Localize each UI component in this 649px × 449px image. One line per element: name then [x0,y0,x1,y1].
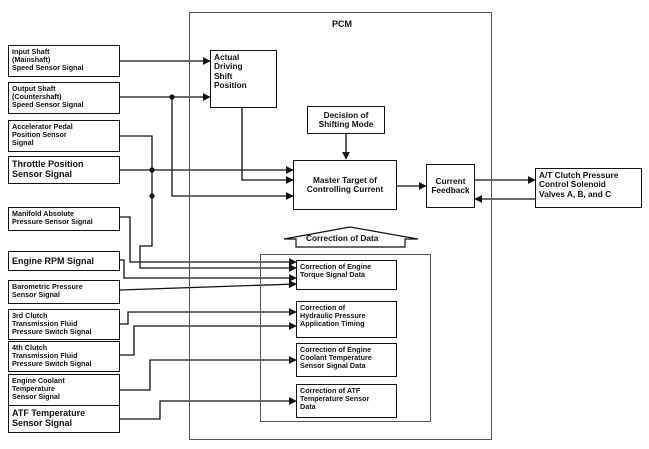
correction-engine-coolant: Correction of Engine Coolant Temperature… [296,343,397,377]
barometric-pressure-signal: Barometric Pressure Sensor Signal [8,280,120,304]
line-atf [120,397,297,420]
current-feedback: Current Feedback [426,164,475,208]
correction-engine-torque: Correction of Engine Torque Signal Data [296,260,397,290]
line-barometric [119,280,297,291]
engine-coolant-signal: Engine Coolant Temperature Sensor Signal [8,374,120,406]
manifold-pressure-signal: Manifold Absolute Pressure Sensor Signal [8,207,120,231]
atf-temperature-signal: ATF Temperature Sensor Signal [8,405,120,433]
clutch4-pressure-signal: 4th Clutch Transmission Fluid Pressure S… [8,341,120,372]
decision-shifting-mode: Decision of Shifting Mode [307,106,385,134]
line-accelerator [120,135,153,170]
throttle-position-signal: Throttle Position Sensor Signal [8,156,120,184]
junction-output-shaft [169,94,175,100]
line-engine-rpm [120,259,297,282]
engine-rpm-signal: Engine RPM Signal [8,251,120,271]
input-shaft-signal: Input Shaft (Mainshaft) Speed Sensor Sig… [8,45,120,77]
line-throttle-branch [139,170,297,272]
actual-driving-shift-position: Actual Driving Shift Position [210,50,277,108]
master-target-controlling-current: Master Target of Controlling Current [293,160,397,210]
correction-frame [260,254,431,422]
line-manifold [120,216,297,266]
solenoid-valves: A/T Clutch Pressure Control Solenoid Val… [535,168,642,208]
accelerator-pedal-signal: Accelerator Pedal Position Sensor Signal [8,120,120,152]
correction-hydraulic-pressure: Correction of Hydraulic Pressure Applica… [296,301,397,338]
correction-atf-temperature: Correction of ATF Temperature Sensor Dat… [296,384,397,418]
junction-throttle-lower [149,193,155,199]
pcm-frame [189,12,492,440]
correction-big-arrow [283,226,419,248]
line-output-branch [171,97,294,200]
junction-throttle [149,167,155,173]
correction-title: Correction of Data [306,233,379,243]
line-coolant [120,356,297,391]
clutch3-pressure-signal: 3rd Clutch Transmission Fluid Pressure S… [8,309,120,340]
pcm-title: PCM [332,19,352,29]
output-shaft-signal: Output Shaft (Countershaft) Speed Sensor… [8,82,120,114]
line-clutch4 [120,322,297,356]
line-actual-to-master [241,108,294,184]
line-clutch3 [120,308,297,325]
